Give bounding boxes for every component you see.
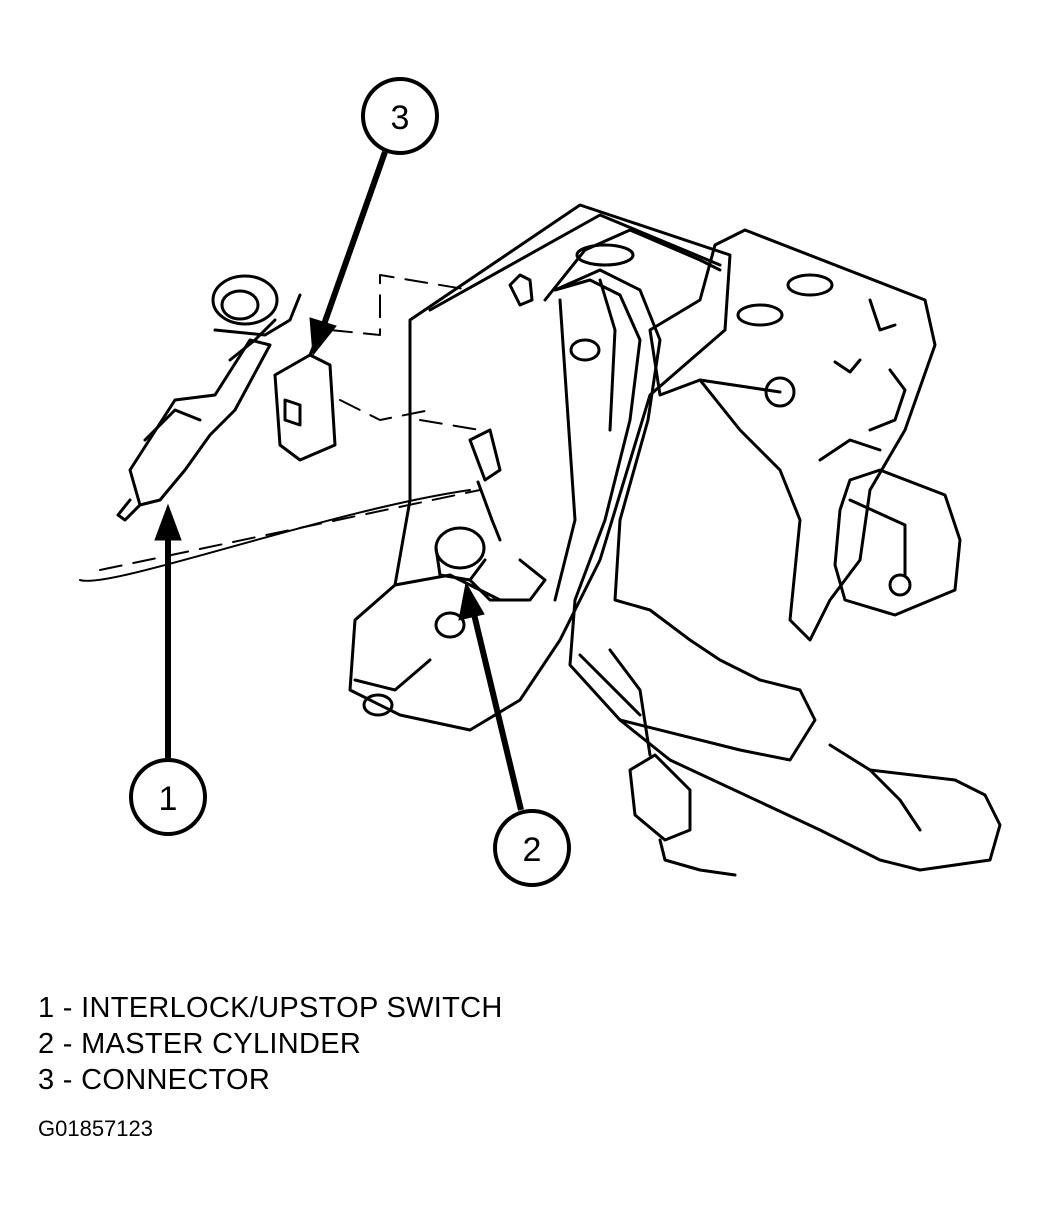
callout-1-arrow xyxy=(154,503,182,758)
wire-loop xyxy=(79,489,471,582)
pigtail-connector xyxy=(608,648,737,877)
clutch-bracket xyxy=(648,228,937,642)
callout-2-number: 2 xyxy=(523,831,542,869)
callout-2-circle xyxy=(493,809,571,887)
legend-item-1: 1 - INTERLOCK/UPSTOP SWITCH xyxy=(38,992,503,1024)
legend-item-3: 3 - CONNECTOR xyxy=(38,1064,271,1096)
callout-2-arrow xyxy=(458,581,524,811)
interlock-upstop-switch xyxy=(116,274,302,522)
legend: 1 - INTERLOCK/UPSTOP SWITCH 2 - MASTER C… xyxy=(38,990,503,1098)
master-cylinder xyxy=(434,428,547,602)
figure-id: G01857123 xyxy=(38,1116,153,1141)
harness-connector-right xyxy=(818,438,962,617)
callout-1-number: 1 xyxy=(159,780,178,818)
callout-3-circle xyxy=(361,77,439,155)
connector-3 xyxy=(273,328,337,462)
callout-3-arrow xyxy=(309,150,388,357)
legend-item-2: 2 - MASTER CYLINDER xyxy=(38,1028,362,1060)
routing-dashed-lines xyxy=(99,274,481,571)
callout-1-circle xyxy=(129,758,207,836)
pedal-bracket xyxy=(348,203,732,732)
callout-3-number: 3 xyxy=(391,99,410,137)
clutch-pedal-arm xyxy=(553,268,1002,872)
